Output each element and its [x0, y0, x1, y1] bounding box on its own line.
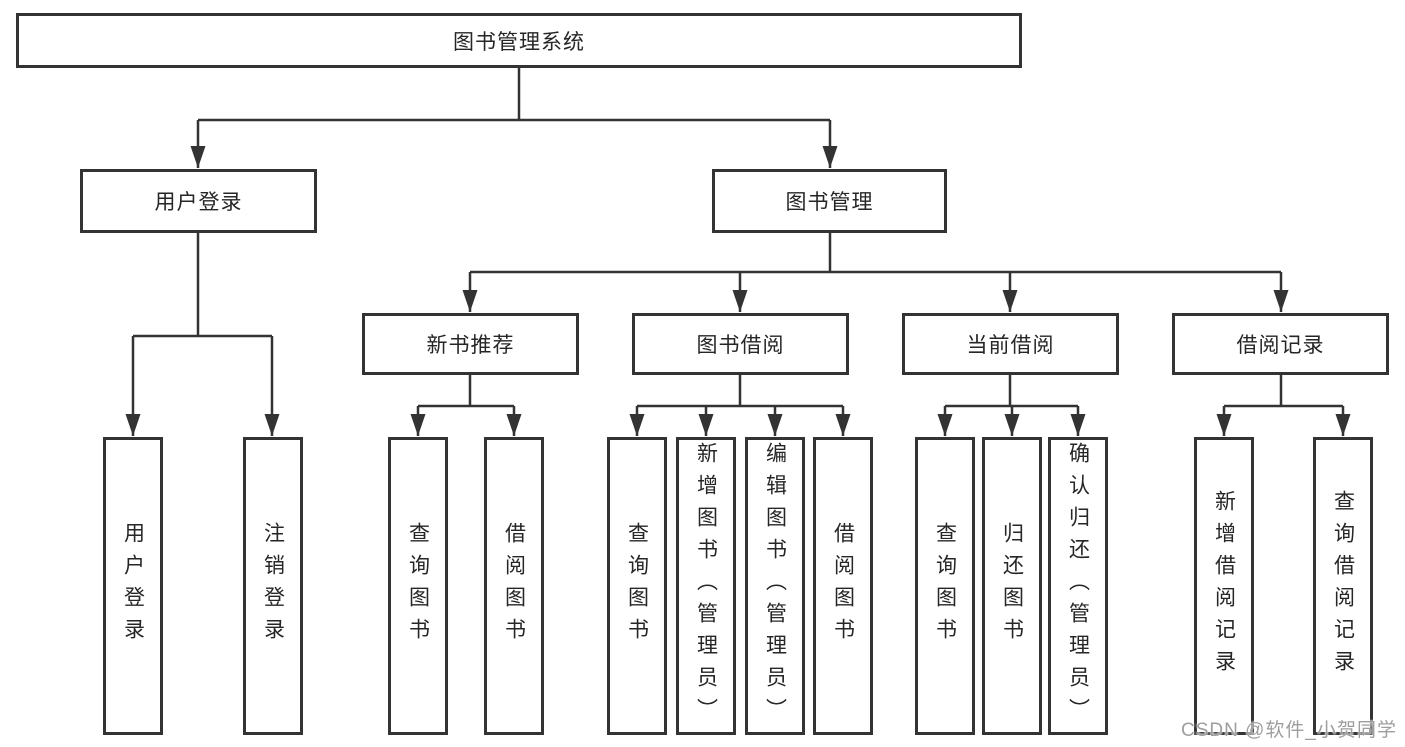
node-borrow-records: 借阅记录 [1172, 313, 1389, 375]
node-new-book-recommend-label: 新书推荐 [426, 334, 515, 357]
leaf-current-confirm-return-admin-label: 确认归还（管理员） [1066, 442, 1090, 730]
leaf-current-query-books: 查询图书 [915, 437, 975, 735]
leaf-user-login: 用户登录 [103, 437, 163, 735]
leaf-current-return-books-label: 归还图书 [1000, 522, 1024, 650]
node-book-borrow: 图书借阅 [632, 313, 849, 375]
leaf-borrow-borrow-books: 借阅图书 [813, 437, 873, 735]
leaf-borrow-edit-books-admin: 编辑图书（管理员） [745, 437, 805, 735]
leaf-borrow-query-books-label: 查询图书 [625, 522, 649, 650]
leaf-recommend-borrow-books-label: 借阅图书 [502, 522, 526, 650]
leaf-logout: 注销登录 [243, 437, 303, 735]
leaf-recommend-query-books: 查询图书 [388, 437, 448, 735]
node-borrow-records-label: 借阅记录 [1236, 334, 1325, 357]
leaf-borrow-query-books: 查询图书 [607, 437, 667, 735]
node-user-login: 用户登录 [80, 169, 317, 233]
leaf-logout-label: 注销登录 [261, 522, 285, 650]
watermark: CSDN @软件_小贺同学 [1181, 720, 1397, 741]
node-current-borrow: 当前借阅 [902, 313, 1119, 375]
leaf-user-login-label: 用户登录 [121, 522, 145, 650]
node-current-borrow-label: 当前借阅 [966, 334, 1055, 357]
leaf-records-query-record-label: 查询借阅记录 [1331, 490, 1355, 682]
leaf-borrow-add-books-admin: 新增图书（管理员） [676, 437, 736, 735]
connector-records-to-leaves [1216, 375, 1351, 436]
node-new-book-recommend: 新书推荐 [362, 313, 579, 375]
leaf-borrow-add-books-admin-label: 新增图书（管理员） [694, 442, 718, 730]
leaf-current-query-books-label: 查询图书 [933, 522, 957, 650]
connector-borrow-to-leaves [629, 375, 851, 436]
node-book-borrow-label: 图书借阅 [696, 334, 785, 357]
node-book-management: 图书管理 [712, 169, 947, 233]
node-root: 图书管理系统 [16, 13, 1022, 68]
leaf-current-return-books: 归还图书 [982, 437, 1042, 735]
connector-root-to-level2 [190, 68, 838, 168]
leaf-borrow-borrow-books-label: 借阅图书 [831, 522, 855, 650]
connector-user-login-to-leaves [125, 233, 280, 436]
node-root-label: 图书管理系统 [453, 30, 585, 54]
node-user-login-label: 用户登录 [154, 191, 243, 214]
leaf-records-add-record-label: 新增借阅记录 [1212, 490, 1236, 682]
connector-current-to-leaves [937, 375, 1086, 436]
leaf-borrow-edit-books-admin-label: 编辑图书（管理员） [763, 442, 787, 730]
connector-recommend-to-leaves [410, 375, 522, 436]
connector-book-mgmt-to-level3 [462, 233, 1289, 312]
leaf-records-add-record: 新增借阅记录 [1194, 437, 1254, 735]
leaf-current-confirm-return-admin: 确认归还（管理员） [1048, 437, 1108, 735]
leaf-records-query-record: 查询借阅记录 [1313, 437, 1373, 735]
leaf-recommend-borrow-books: 借阅图书 [484, 437, 544, 735]
node-book-management-label: 图书管理 [785, 191, 874, 214]
leaf-recommend-query-books-label: 查询图书 [406, 522, 430, 650]
